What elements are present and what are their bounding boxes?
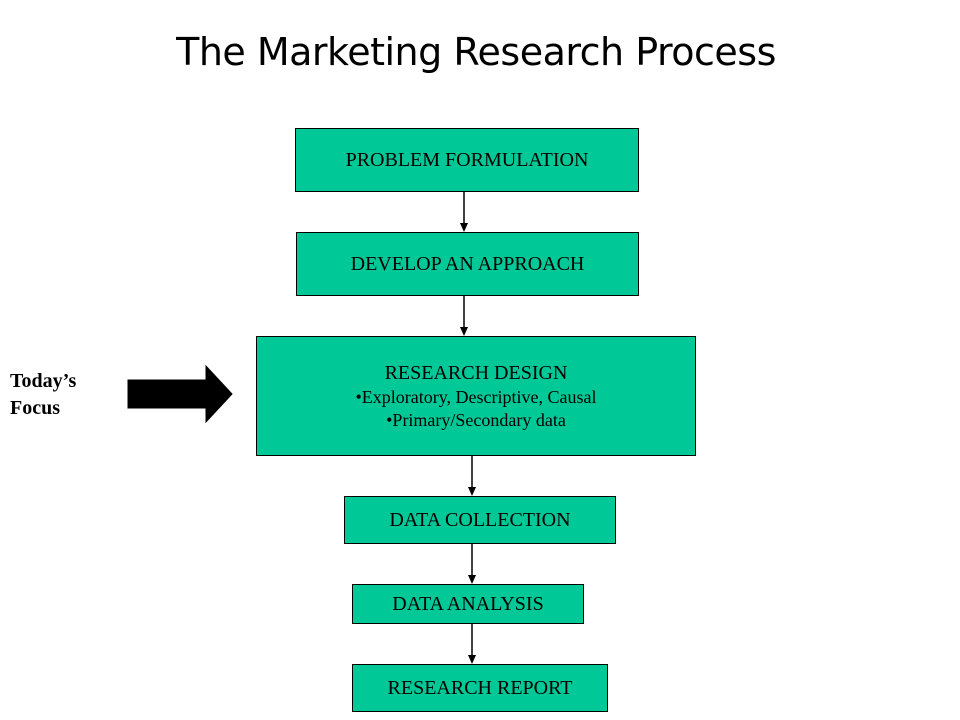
research-design-bullet-1: •Exploratory, Descriptive, Causal <box>355 387 597 407</box>
thick-right-arrow-icon <box>127 364 233 424</box>
todays-focus-line-2: Focus <box>10 397 60 419</box>
todays-focus-line-1: Today’s <box>10 370 77 392</box>
todays-focus-label: Today’s Focus <box>10 368 76 422</box>
step-problem-formulation: PROBLEM FORMULATION <box>295 128 639 192</box>
step-data-collection: DATA COLLECTION <box>344 496 616 544</box>
connector-4 <box>468 544 476 584</box>
connector-3 <box>468 456 476 496</box>
connector-5 <box>468 624 476 664</box>
step-data-analysis: DATA ANALYSIS <box>352 584 584 624</box>
research-design-bullet-2: •Primary/Secondary data <box>386 410 566 430</box>
step-research-report: RESEARCH REPORT <box>352 664 608 712</box>
connector-2 <box>460 296 468 336</box>
step-develop-approach: DEVELOP AN APPROACH <box>296 232 639 296</box>
step-research-design: RESEARCH DESIGN •Exploratory, Descriptiv… <box>256 336 696 456</box>
connector-1 <box>460 192 468 232</box>
page-title: The Marketing Research Process <box>176 30 776 74</box>
research-design-title: RESEARCH DESIGN <box>384 362 568 384</box>
